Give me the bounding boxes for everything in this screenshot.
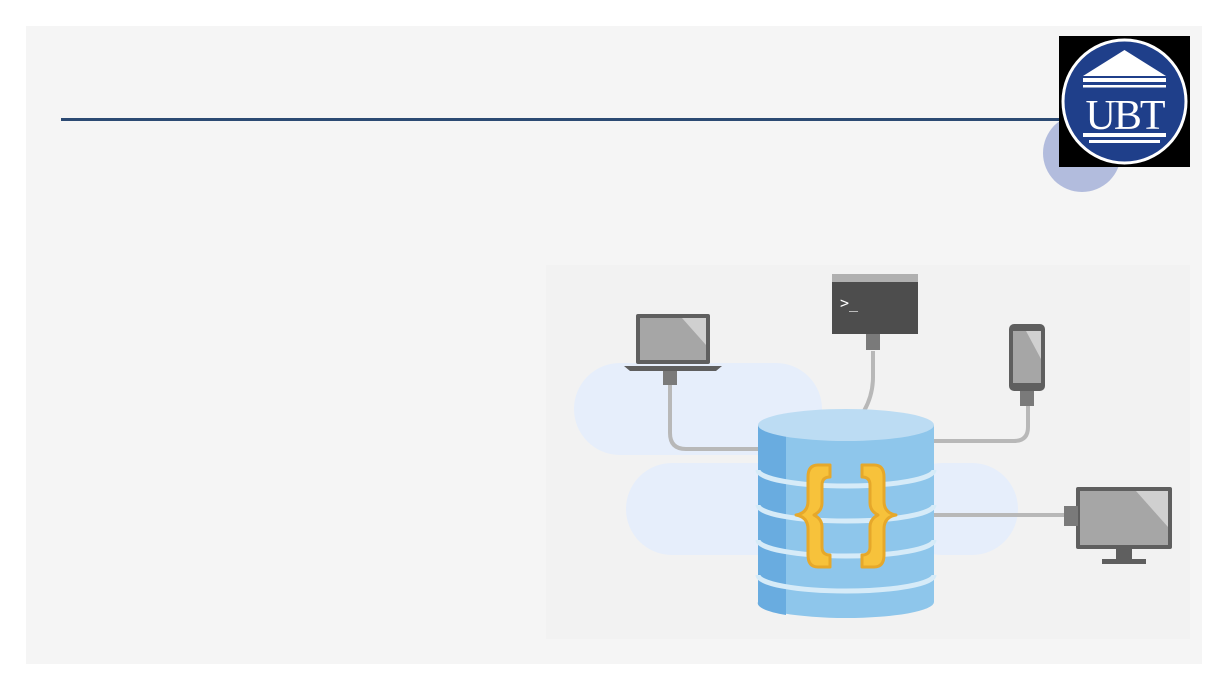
- logo-text: UBT: [1086, 93, 1165, 139]
- connected-database-illustration: >_: [546, 265, 1190, 639]
- monitor-icon: [1064, 487, 1172, 564]
- curly-braces-icon: [794, 463, 898, 569]
- terminal-icon: >_: [832, 274, 918, 350]
- terminal-prompt: >_: [840, 294, 859, 312]
- slide: UBT: [26, 26, 1202, 664]
- database-icon: [755, 409, 937, 618]
- phone-icon: [1009, 324, 1045, 406]
- cables: [668, 351, 1066, 517]
- ubt-logo: UBT: [1059, 36, 1190, 167]
- title-divider: [61, 118, 1071, 121]
- laptop-icon: [624, 314, 722, 385]
